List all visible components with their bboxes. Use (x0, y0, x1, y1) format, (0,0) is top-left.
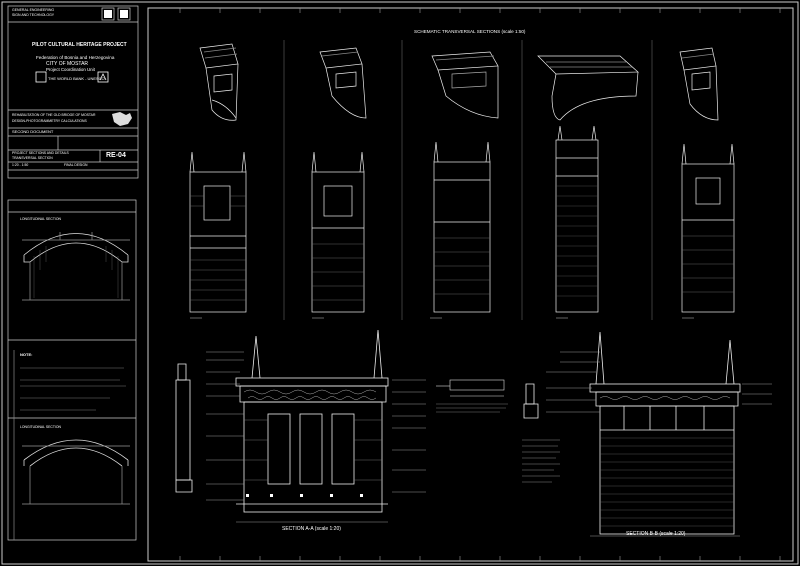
section-bb-rubble (599, 396, 731, 400)
bridge-elevation-top (22, 232, 130, 301)
perspective-view-1 (199, 43, 239, 121)
second-document: SECOND DOCUMENT (12, 129, 54, 134)
bridge-hatch-top (33, 246, 119, 298)
bridge-elevation-bottom (22, 439, 130, 505)
section-aa-rubble (243, 389, 377, 400)
perspective-view-5 (679, 47, 719, 121)
section-bb-title: SECTION B-B (scale 1:20) (626, 531, 686, 537)
federation-text: Federation of Bosnia and Herzegovina (36, 55, 115, 60)
header-line-2: SIGN AND TECHNOLOGY (12, 13, 55, 17)
section-elevation-3 (433, 141, 491, 313)
notes-lines (20, 367, 126, 411)
drawing-line-1: PROJECT SECTIONS AND DETAILS (12, 151, 69, 155)
drawing-code: RE-04 (106, 152, 126, 159)
middle-notes-lines (436, 403, 508, 413)
drawing-status: FINAL DESIGN (64, 163, 88, 167)
schematic-title: SCHEMATIC TRANSVERSAL SECTIONS (scale 1:… (414, 29, 526, 34)
column-separators (283, 40, 653, 320)
unit-text: Project Coordination Unit (46, 67, 95, 72)
perspective-view-3 (431, 51, 499, 119)
perspective-view-4 (537, 55, 639, 121)
section-aa-leaders (206, 351, 426, 523)
drawing-line-2: TRANSVERSAL SECTION (12, 156, 53, 160)
bank-text: THE WORLD BANK - UNESCO (48, 76, 105, 81)
section-bb-leaders (546, 351, 772, 537)
title-block (7, 5, 139, 179)
left-top-caption: LONGITUDINAL SECTION (20, 217, 61, 221)
section-bb-legend-lines (522, 439, 560, 483)
left-panel-frame (7, 199, 137, 541)
perspective-view-2 (319, 47, 367, 119)
section-elevation-5 (681, 143, 735, 313)
bosnia-map-icon (112, 112, 132, 126)
section-elevation-1 (189, 151, 247, 313)
left-bottom-caption: LONGITUDINAL SECTION (20, 425, 61, 429)
section-bb-hatch (600, 437, 734, 527)
section-aa-dimension-ticks (246, 494, 363, 497)
rehab-line-1: REHABILITATION OF THE OLD BRIDGE OF MOST… (12, 113, 96, 117)
section-bb-drawing (523, 331, 741, 535)
section-aa-drawing (175, 329, 389, 513)
section-elevation-2 (311, 151, 365, 313)
section-aa-title: SECTION A-A (scale 1:20) (282, 526, 341, 532)
drawing-scale: 1:20 - 1:50 (12, 163, 29, 167)
middle-detail (436, 379, 505, 397)
notes-heading: NOTE: (20, 352, 33, 357)
header-line-1: GENERAL ENGINEERING (12, 8, 55, 12)
main-drawing-frame (147, 7, 794, 562)
logo-icons (104, 10, 128, 18)
project-title: PILOT CULTURAL HERITAGE PROJECT (32, 42, 127, 48)
unesco-logo (35, 71, 109, 83)
section-elevation-4 (555, 125, 599, 313)
city-text: CITY OF MOSTAR (46, 61, 89, 67)
rehab-line-2: DESIGN-PHOTOGRAMMETRY CALCULATIONS (12, 119, 87, 123)
